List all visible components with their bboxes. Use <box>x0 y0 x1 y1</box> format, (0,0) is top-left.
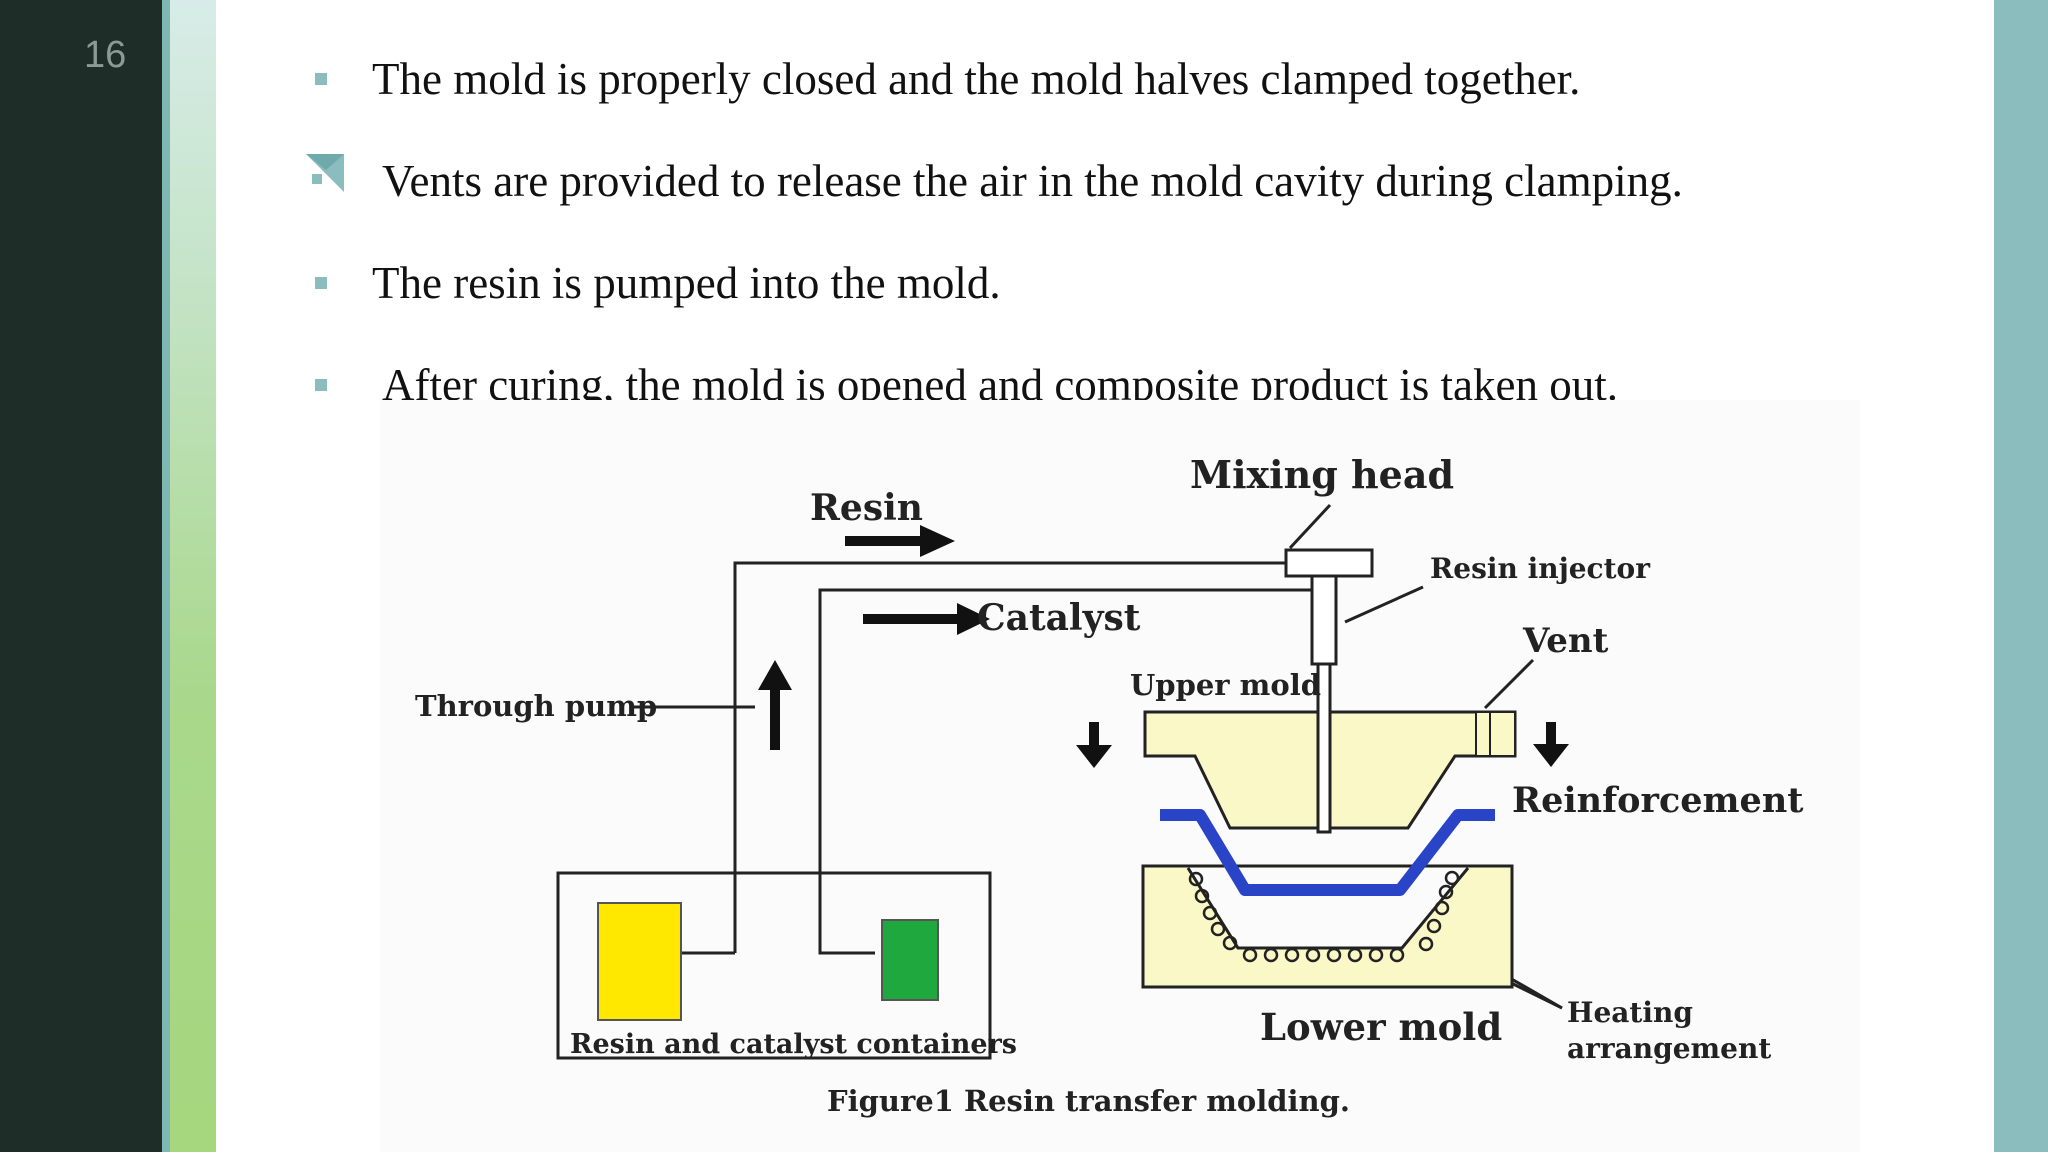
slide-number: 16 <box>84 34 127 76</box>
resin-injector <box>1310 574 1338 666</box>
mixing-head <box>1284 548 1374 578</box>
through-pump-label: Through pump <box>415 689 657 723</box>
heating-label-line1: Heating <box>1567 996 1693 1029</box>
bullet-text: Vents are provided to release the air in… <box>382 156 1683 206</box>
decorative-gradient-stripe <box>162 0 216 1152</box>
upper-mold-label: Upper mold <box>1130 668 1321 702</box>
catalyst-label: Catalyst <box>977 597 1141 639</box>
vent-block <box>1475 711 1516 757</box>
bullet-square-icon <box>315 277 327 289</box>
rtm-diagram: Resin Catalyst Mixing head Resin injecto… <box>380 400 1860 1152</box>
heating-coils <box>1188 870 1460 963</box>
figure-caption: Figure1 Resin transfer molding. <box>827 1084 1350 1118</box>
bullet-item: The mold is properly closed and the mold… <box>300 28 1860 130</box>
bullet-arrow-icon <box>306 154 344 192</box>
resin-label: Resin <box>810 487 923 529</box>
bullet-square-icon <box>315 73 327 85</box>
bullet-text: The mold is properly closed and the mold… <box>372 54 1581 104</box>
bullet-list: The mold is properly closed and the mold… <box>300 28 1860 436</box>
containers-box <box>556 871 992 1060</box>
bullet-item: Vents are provided to release the air in… <box>300 130 1860 232</box>
rtm-diagram-svg: Resin Catalyst Mixing head Resin injecto… <box>380 400 1860 1152</box>
catalyst-container <box>881 919 939 1001</box>
bullet-text: The resin is pumped into the mold. <box>372 258 1001 308</box>
reinforcement-layer <box>1160 809 1495 896</box>
bullet-item: The resin is pumped into the mold. <box>300 232 1860 334</box>
mixing-head-label: Mixing head <box>1190 452 1454 497</box>
injector-stem <box>1316 662 1332 834</box>
flow-arrows <box>758 525 1569 768</box>
left-sidebar-bar: 16 <box>0 0 162 1152</box>
right-accent-bar <box>1994 0 2048 1152</box>
vent-label: Vent <box>1522 621 1609 661</box>
bullet-square-icon <box>315 379 327 391</box>
containers-label: Resin and catalyst containers <box>570 1029 1017 1060</box>
reinforcement-label: Reinforcement <box>1512 780 1803 821</box>
resin-injector-label: Resin injector <box>1430 552 1651 585</box>
resin-container <box>597 902 682 1021</box>
heating-label-line2: arrangement <box>1567 1032 1771 1065</box>
lower-mold-label: Lower mold <box>1260 1005 1502 1049</box>
